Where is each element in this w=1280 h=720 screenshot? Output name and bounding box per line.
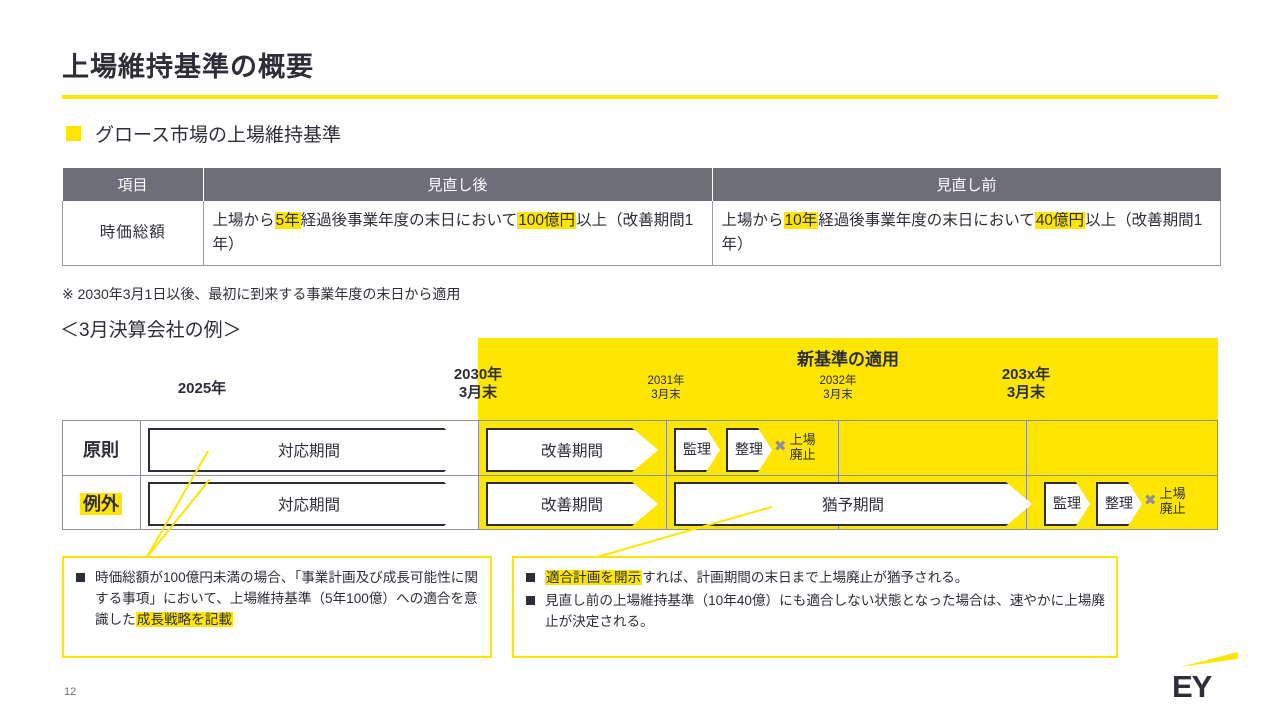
table-row: 時価総額 上場から5年経過後事業年度の末日において100億円以上（改善期間1年）… <box>62 201 1221 267</box>
column-header-item: 項目 <box>62 168 204 201</box>
x-mark-icon: ✖ <box>774 438 787 456</box>
callout-right-text-2: 見直し前の上場維持基準（10年40億）にも適合しない状態となった場合は、速やかに… <box>545 593 1105 630</box>
page-number: 12 <box>64 686 77 698</box>
list-item: 時価総額が100億円未満の場合、「事業計画及び成長可能性に関する事項」において、… <box>74 567 480 630</box>
timeline-diagram: 新基準の適用 2025年 2030年 3月末 2031年 3月末 2032年 3… <box>62 338 1218 530</box>
year-tick-2030: 2030年 3月末 <box>453 366 503 402</box>
delisting-marker-principle: ✖ 上場 廃止 <box>774 432 816 462</box>
callout-left: 時価総額が100億円未満の場合、「事業計画及び成長可能性に関する事項」において、… <box>62 556 492 658</box>
title-underline-rule <box>62 95 1218 99</box>
timeline-row-label-exception: 例外 <box>62 490 140 516</box>
after-text-mid: 経過後事業年度の末日において <box>300 212 518 229</box>
cell-after-revision: 上場から5年経過後事業年度の末日において100億円以上（改善期間1年） <box>202 201 713 267</box>
column-header-after: 見直し後 <box>203 168 713 201</box>
callout-right-text-1: すれば、計画期間の末日まで上場廃止が猶予される。 <box>642 570 969 585</box>
delisting-label-exception: 上場 廃止 <box>1159 486 1186 517</box>
before-text-pre: 上場から <box>721 212 784 229</box>
ey-beam-icon <box>1180 652 1238 667</box>
delisting-label-principle: 上場 廃止 <box>789 432 816 463</box>
year-tick-2032: 2032年 3月末 <box>819 375 857 402</box>
ey-logo: EY <box>1152 650 1238 702</box>
before-text-post: 以上（改善期間1年） <box>721 212 1203 254</box>
timeline-row-divider <box>62 475 1218 476</box>
cell-before-revision: 上場から10年経過後事業年度の末日において40億円以上（改善期間1年） <box>711 201 1221 267</box>
example-heading: ＜3月決算会社の例＞ <box>60 320 242 341</box>
applicability-note: ※ 2030年3月1日以後、最初に到来する事業年度の末日から適用 <box>62 286 461 302</box>
after-text-post: 以上（改善期間1年） <box>212 212 694 254</box>
table-header-row: 項目 見直し後 見直し前 <box>62 168 1221 201</box>
phase-arrow-exception-improvement: 改善期間 <box>486 482 658 526</box>
before-highlight-amount: 40億円 <box>1034 212 1086 229</box>
before-text-mid: 経過後事業年度の末日において <box>818 212 1035 229</box>
list-item: 見直し前の上場維持基準（10年40億）にも適合しない状態となった場合は、速やかに… <box>524 590 1106 632</box>
criteria-table: 項目 見直し後 見直し前 時価総額 上場から5年経過後事業年度の末日において10… <box>62 168 1221 267</box>
after-highlight-amount: 100億円 <box>517 212 577 229</box>
x-mark-icon: ✖ <box>1144 492 1157 510</box>
after-text-pre: 上場から <box>212 212 275 229</box>
callout-right-highlight: 適合計画を開示 <box>545 570 643 585</box>
phase-arrow-principle-improvement: 改善期間 <box>486 428 658 472</box>
year-tick-203x: 203x年 3月末 <box>1001 366 1051 402</box>
year-tick-2025: 2025年 <box>177 380 227 397</box>
gridline-203x <box>1026 420 1027 530</box>
column-header-before: 見直し前 <box>712 168 1221 201</box>
phase-arrow-exception-response: 対応期間 <box>148 482 470 526</box>
callout-left-list: 時価総額が100億円未満の場合、「事業計画及び成長可能性に関する事項」において、… <box>74 567 480 630</box>
after-highlight-years: 5年 <box>274 212 301 229</box>
new-standard-band-label: 新基準の適用 <box>797 350 899 369</box>
delisting-marker-exception: ✖ 上場 廃止 <box>1144 486 1186 516</box>
callout-left-highlight: 成長戦略を記載 <box>135 612 233 628</box>
gridline-right-edge <box>1217 420 1218 530</box>
list-item: 適合計画を開示すれば、計画期間の末日まで上場廃止が猶予される。 <box>524 567 1106 588</box>
year-tick-2031: 2031年 3月末 <box>647 375 685 402</box>
gridline-left-edge <box>62 420 63 530</box>
callout-left-text: 時価総額が100億円未満の場合、「事業計画及び成長可能性に関する事項」において、… <box>95 570 478 628</box>
gridline-2032 <box>838 420 839 530</box>
gridline-2030 <box>478 420 479 530</box>
ey-logo-text: EY <box>1172 669 1212 704</box>
square-bullet-icon <box>66 126 81 141</box>
timeline-grid-frame <box>62 420 1218 530</box>
cell-item-name: 時価総額 <box>62 201 204 267</box>
section-heading: グロース市場の上場維持基準 <box>66 120 341 147</box>
phase-arrow-exception-liquidation: 整理 <box>1096 482 1142 526</box>
page-title: 上場維持基準の概要 <box>62 52 314 82</box>
gridline-after-row-label <box>140 420 141 530</box>
phase-arrow-principle-response: 対応期間 <box>148 428 470 472</box>
callout-right-list: 適合計画を開示すれば、計画期間の末日まで上場廃止が猶予される。 見直し前の上場維… <box>524 567 1106 632</box>
timeline-row-label-principle: 原則 <box>83 440 119 460</box>
section-heading-label: グロース市場の上場維持基準 <box>95 125 342 146</box>
callout-right: 適合計画を開示すれば、計画期間の末日まで上場廃止が猶予される。 見直し前の上場維… <box>512 556 1118 658</box>
before-highlight-years: 10年 <box>783 212 819 229</box>
gridline-2031 <box>666 420 667 530</box>
